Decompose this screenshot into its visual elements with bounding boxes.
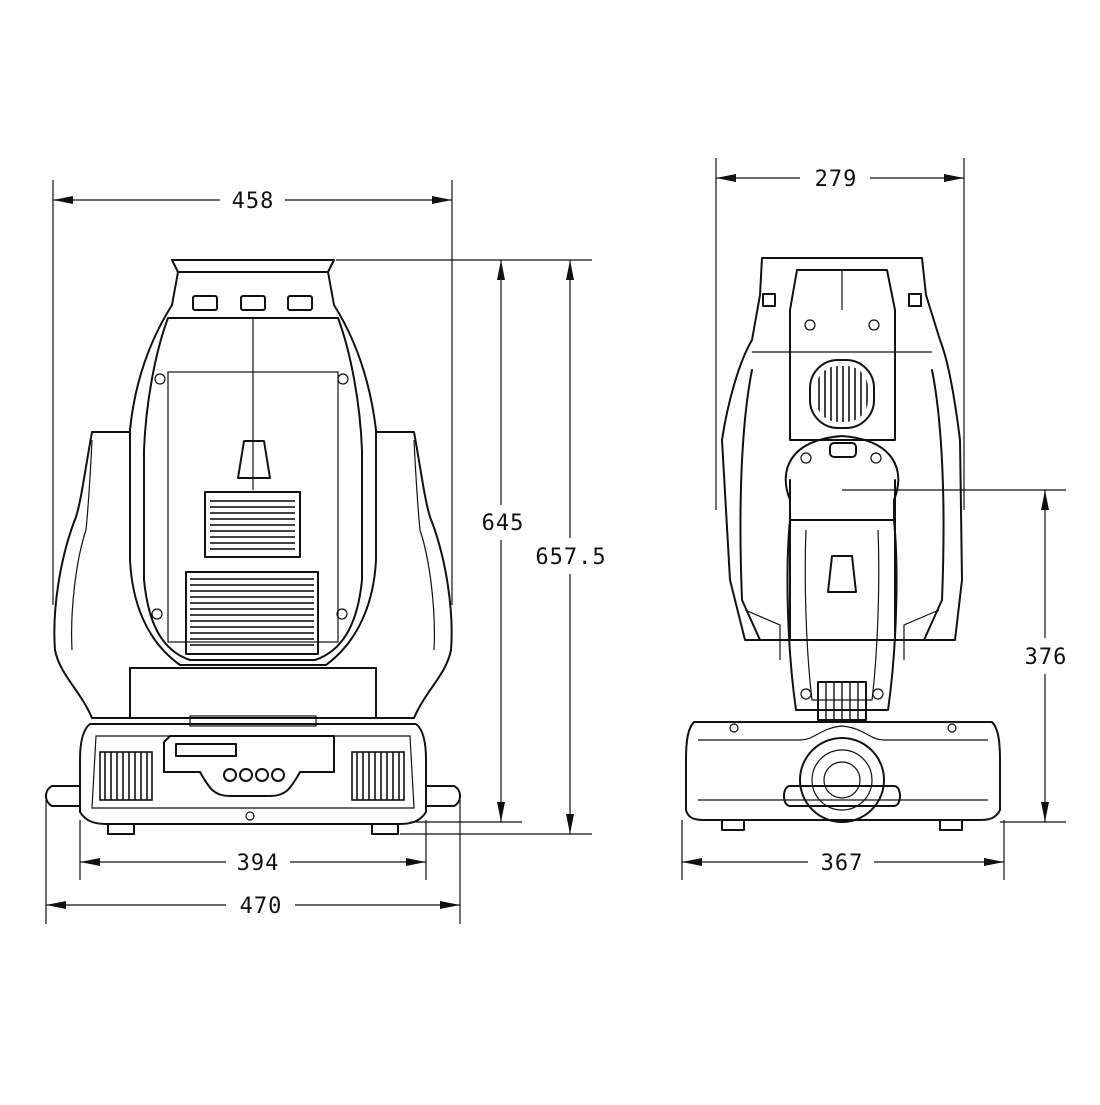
dim-base-depth: 367 <box>821 851 864 876</box>
handle <box>237 440 271 479</box>
yoke-bearing <box>189 715 317 727</box>
side-view <box>685 257 1001 831</box>
base-handle-left <box>45 785 81 807</box>
base-grill-right <box>351 751 405 801</box>
base-handle-right <box>425 785 461 807</box>
side-round-grill <box>809 359 875 429</box>
side-slot <box>908 293 922 307</box>
front-base <box>79 723 427 825</box>
dim-base-width: 394 <box>237 851 280 876</box>
front-head-inner <box>143 317 363 661</box>
yoke-crossbar <box>129 667 377 719</box>
front-grill-lower-slats <box>190 576 314 650</box>
control-knob <box>239 768 253 782</box>
tilt-hub <box>784 435 900 521</box>
screw <box>872 688 884 700</box>
display <box>175 743 237 757</box>
screw <box>800 452 812 464</box>
dim-height-base-top: 645 <box>482 511 525 536</box>
foot <box>107 823 135 835</box>
control-knob <box>255 768 269 782</box>
front-view <box>45 259 461 835</box>
screw <box>337 373 349 385</box>
side-arm-left-edge <box>744 609 781 660</box>
dim-overall-width: 470 <box>240 894 283 919</box>
dim-head-width: 458 <box>232 189 275 214</box>
screw <box>800 688 812 700</box>
foot <box>371 823 399 835</box>
front-head-shell <box>129 271 377 666</box>
yoke-arm-left-inner <box>71 439 93 651</box>
fan-housing <box>799 737 885 823</box>
side-arm-left <box>739 369 791 641</box>
screw <box>336 608 348 620</box>
front-grill-upper-slats <box>210 496 295 553</box>
screw <box>154 373 166 385</box>
vent-slot <box>240 295 266 311</box>
screw <box>947 723 957 733</box>
hub-lock <box>829 442 857 458</box>
front-head-top <box>171 259 335 273</box>
dim-tilt-axis-height: 376 <box>1025 645 1068 670</box>
side-handle-bar <box>783 785 901 807</box>
side-center-column <box>789 269 896 441</box>
base-grill-left <box>99 751 153 801</box>
side-round-grill-fins <box>816 366 868 422</box>
screw <box>151 608 163 620</box>
side-arm-right <box>894 369 945 641</box>
dimension-lines <box>45 158 1066 924</box>
yoke-arm-left <box>53 431 131 719</box>
screw <box>804 319 816 331</box>
control-knob <box>271 768 285 782</box>
vent-slot <box>287 295 313 311</box>
foot <box>721 819 745 831</box>
control-panel <box>163 735 335 797</box>
front-grill-upper <box>204 491 301 558</box>
side-slot <box>762 293 776 307</box>
side-head-top <box>721 257 963 641</box>
fan-ring <box>823 761 861 799</box>
side-base <box>685 721 1001 821</box>
screw <box>870 452 882 464</box>
fan-ring <box>811 749 873 811</box>
dim-head-depth: 279 <box>815 167 858 192</box>
control-knob <box>223 768 237 782</box>
dim-overall-height: 657.5 <box>535 545 606 570</box>
foot <box>939 819 963 831</box>
yoke-arm-right <box>375 431 453 719</box>
screw <box>729 723 739 733</box>
side-handle <box>827 555 857 593</box>
side-arm-right-edge <box>903 609 940 660</box>
front-grill-lower <box>185 571 319 655</box>
screw <box>868 319 880 331</box>
vent-slot <box>192 295 218 311</box>
yoke-arm-right-inner <box>413 439 435 651</box>
screw <box>245 811 255 821</box>
side-base-top-line <box>698 725 988 741</box>
